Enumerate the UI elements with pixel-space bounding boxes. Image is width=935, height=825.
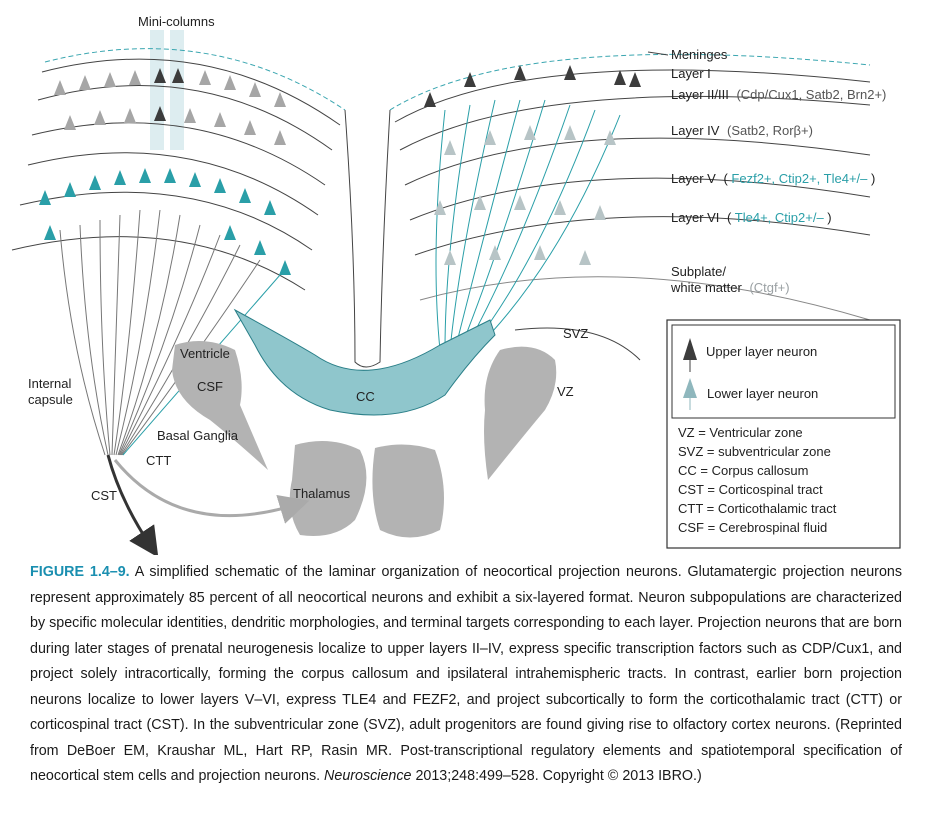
layer-6-markers: Tle4+, Ctip2+/– bbox=[735, 210, 825, 225]
left-upper-layer-neurons bbox=[54, 68, 286, 145]
left-projection-fibers bbox=[59, 209, 281, 456]
legend-lower-layer-neuron: Lower layer neuron bbox=[707, 386, 818, 401]
midline-fissure bbox=[344, 109, 391, 368]
corpus-callosum-shape bbox=[233, 308, 496, 416]
layer-5-name: Layer V bbox=[671, 171, 716, 186]
legend-box: Upper layer neuron Lower layer neuron VZ… bbox=[666, 319, 901, 549]
legend-upper-layer-neuron: Upper layer neuron bbox=[706, 344, 817, 359]
layer-2-3-name: Layer II/III bbox=[671, 87, 729, 102]
layer-4-name: Layer IV bbox=[671, 123, 720, 138]
internal-capsule-label-line1: Internal bbox=[28, 376, 71, 391]
cc-label: CC bbox=[356, 389, 375, 404]
thalamus-right-lobe bbox=[372, 444, 444, 538]
svz-label: SVZ bbox=[563, 326, 588, 341]
legend-abbrev-ctt: CTT = Corticothalamic tract bbox=[678, 501, 837, 516]
layer-4-label: Layer IV (Satb2, Rorβ+) bbox=[671, 123, 813, 138]
lower-layer-neuron-icon bbox=[683, 378, 697, 410]
right-lower-layer-neurons bbox=[434, 125, 616, 265]
ctt-arrow bbox=[113, 459, 310, 524]
layer-6-paren-close: ) bbox=[827, 210, 831, 225]
layer-6-label: Layer VI ( Tle4+, Ctip2+/– ) bbox=[671, 210, 832, 225]
left-ventricle-shape bbox=[172, 341, 268, 470]
mini-column-highlights bbox=[150, 30, 184, 150]
legend-abbrev-cc: CC = Corpus callosum bbox=[678, 463, 808, 478]
meninges-label: Meninges bbox=[671, 47, 728, 62]
layer-6-paren-open: ( bbox=[727, 210, 732, 225]
subplate-label-line2: white matter (Ctgf+) bbox=[670, 280, 790, 295]
caption-citation-tail: 2013;248:499–528. Copyright © 2013 IBRO.… bbox=[411, 768, 702, 784]
layer-4-markers: (Satb2, Rorβ+) bbox=[727, 123, 813, 138]
layer-5-paren-close: ) bbox=[871, 171, 875, 186]
caption-journal: Neuroscience bbox=[324, 768, 412, 784]
legend-abbrev-svz: SVZ = subventricular zone bbox=[678, 444, 831, 459]
subplate-label-line1: Subplate/ bbox=[671, 264, 726, 279]
right-callosal-fibers bbox=[435, 99, 621, 351]
internal-capsule-label-line2: capsule bbox=[28, 392, 73, 407]
caption-text: A simplified schematic of the laminar or… bbox=[30, 564, 902, 784]
legend-abbrev-csf: CSF = Cerebrospinal fluid bbox=[678, 520, 827, 535]
basal-ganglia-label: Basal Ganglia bbox=[157, 428, 239, 443]
legend-abbrev-cst: CST = Corticospinal tract bbox=[678, 482, 823, 497]
svz-line bbox=[514, 327, 641, 361]
thalamus-label: Thalamus bbox=[293, 486, 351, 501]
layer-leader-lines bbox=[647, 51, 669, 56]
mini-columns-label: Mini-columns bbox=[138, 14, 215, 29]
subplate-markers: (Ctgf+) bbox=[749, 280, 789, 295]
subplate-name: white matter bbox=[670, 280, 742, 295]
cst-arrow bbox=[106, 454, 159, 555]
cst-label: CST bbox=[91, 488, 117, 503]
figure-label: FIGURE 1.4–9. bbox=[30, 564, 130, 580]
laminar-schematic-figure: Mini-columns Meninges Layer I Layer II/I… bbox=[11, 14, 901, 555]
layer-1-label: Layer I bbox=[671, 66, 711, 81]
right-upper-layer-neurons bbox=[424, 65, 641, 107]
left-hemisphere-layers bbox=[11, 48, 346, 291]
ctt-label: CTT bbox=[146, 453, 171, 468]
vz-label: VZ bbox=[557, 384, 574, 399]
ventricle-label: Ventricle bbox=[180, 346, 230, 361]
legend-abbrev-vz: VZ = Ventricular zone bbox=[678, 425, 803, 440]
layer-6-name: Layer VI bbox=[671, 210, 719, 225]
upper-layer-neuron-icon bbox=[683, 338, 697, 372]
layer-2-3-label: Layer II/III (Cdp/Cux1, Satb2, Brn2+) bbox=[671, 87, 886, 102]
layer-5-markers: Fezf2+, Ctip2+, Tle4+/– bbox=[731, 171, 868, 186]
right-ventricle-shape bbox=[484, 346, 557, 480]
left-lower-layer-neurons bbox=[39, 168, 291, 275]
layer-2-3-markers: (Cdp/Cux1, Satb2, Brn2+) bbox=[736, 87, 886, 102]
right-hemisphere-layers bbox=[389, 53, 871, 321]
layer-5-label: Layer V ( Fezf2+, Ctip2+, Tle4+/– ) bbox=[671, 171, 875, 186]
layer-5-paren-open: ( bbox=[723, 171, 728, 186]
csf-label: CSF bbox=[197, 379, 223, 394]
figure-caption: FIGURE 1.4–9. A simplified schematic of … bbox=[30, 560, 902, 790]
